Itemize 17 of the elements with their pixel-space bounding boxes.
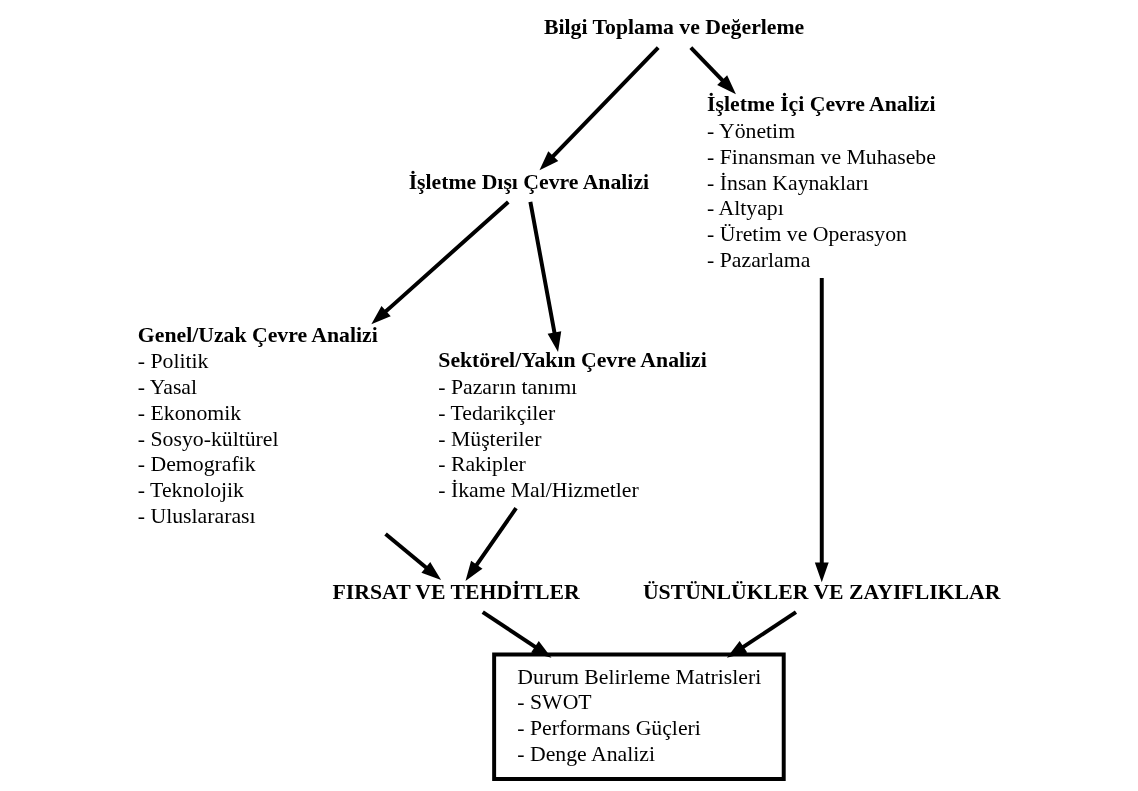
node-text: İşletme İçi Çevre Analizi - Yönetim - Finansman ve Muhasebe - İnsan Kaynakları - Altyapı - Üretim ve Operasyon - Pazarlama (706, 92, 936, 272)
node-text: Bilgi Toplama ve Değerleme (543, 15, 804, 40)
node-text: Sektörel/Yakın Çevre Analizi - Pazarın tanımı - Tedarikçiler - Müşteriler - Rakipler - İkame Mal/Hizmetler (437, 348, 707, 502)
arrow (465, 507, 518, 582)
arrow (527, 201, 561, 352)
arrow (539, 46, 660, 171)
node-text: Genel/Uzak Çevre Analizi - Politik - Yasal - Ekonomik - Sosyo-kültürel - Demografik - Teknolojik - Uluslararası (137, 322, 378, 528)
node-text: FIRSAT VE TEHDİTLER (332, 579, 580, 604)
arrow (370, 200, 510, 325)
arrow (481, 610, 551, 658)
arrow (726, 610, 797, 658)
node-text: ÜSTÜNLÜKLER VE ZAYIFLIKLAR (642, 579, 1000, 604)
arrow (383, 532, 441, 580)
arrow (688, 46, 736, 95)
node-text: İşletme Dışı Çevre Analizi (408, 169, 649, 194)
node-box: Durum Belirleme Matrisleri - SWOT - Performans Güçleri - Denge Analizi (491, 652, 786, 781)
arrow (814, 278, 829, 583)
